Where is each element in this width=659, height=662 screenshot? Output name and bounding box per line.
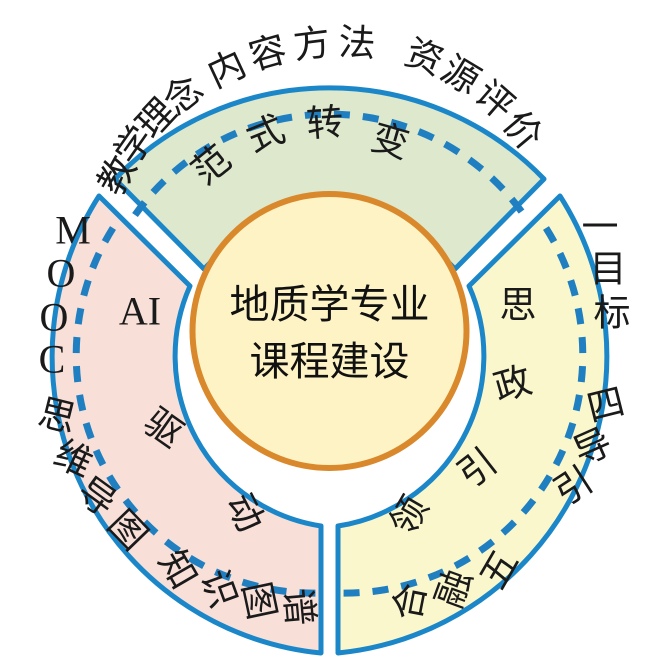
arc-glyph: O xyxy=(40,295,69,340)
arc-glyph: 方 xyxy=(291,21,333,67)
arc-glyph: 谱 xyxy=(276,587,321,628)
center-hub-circle[interactable] xyxy=(189,191,470,471)
arc-glyph: 转 xyxy=(305,102,345,145)
center-title-line1: 地质学专业 xyxy=(230,283,430,327)
arc-glyph: M xyxy=(55,208,91,253)
dashed-arc-top xyxy=(132,110,527,218)
arc-glyph: 法 xyxy=(337,23,376,66)
arc-glyph: 图 xyxy=(234,579,282,624)
center-title-line2: 课程建设 xyxy=(250,340,410,384)
arc-glyph: AI xyxy=(119,289,161,334)
arc-glyph: 思 xyxy=(500,286,537,327)
arc-glyph: 内 xyxy=(201,43,252,97)
arc-glyph: 容 xyxy=(244,28,291,79)
dashed-arc-right xyxy=(337,226,587,597)
arc-glyph: 合 xyxy=(386,580,434,624)
arc-glyph: 标 xyxy=(594,294,631,335)
arc-glyph: O xyxy=(47,251,76,296)
segment-right-shape[interactable] xyxy=(335,193,610,656)
arc-glyph: 目 xyxy=(590,250,627,291)
dashed-arc-left xyxy=(72,226,322,597)
segment-left-shape[interactable] xyxy=(49,193,324,656)
arc-glyph: 一 xyxy=(582,208,619,249)
arc-glyph: C xyxy=(39,337,66,382)
